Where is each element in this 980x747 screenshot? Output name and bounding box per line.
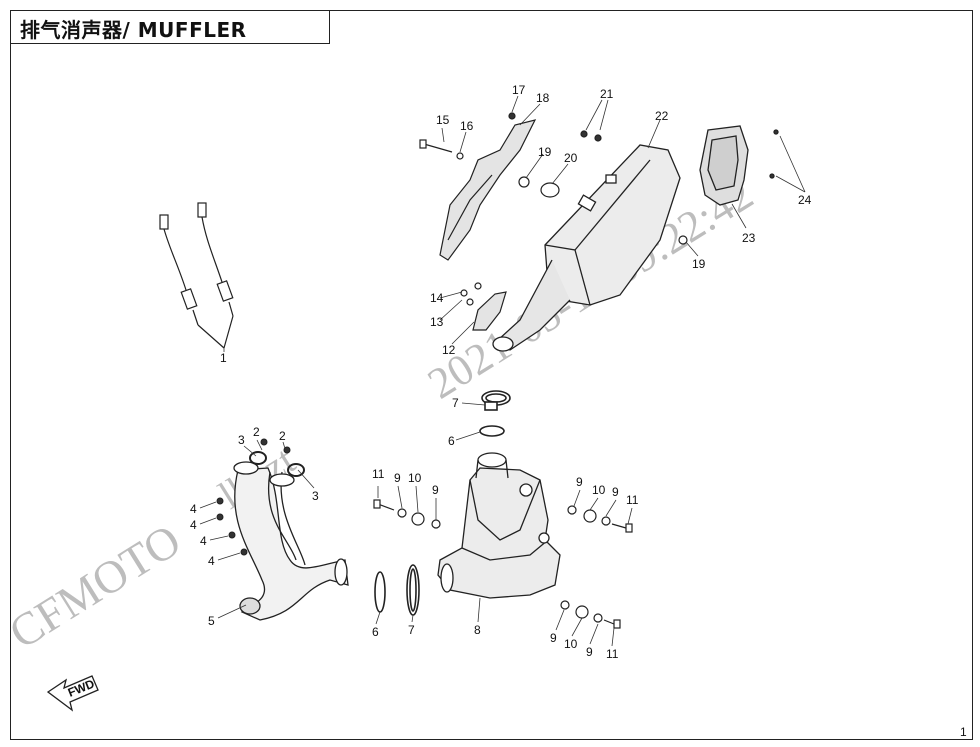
heat-shield-bracket xyxy=(439,119,537,261)
mounting-hardware xyxy=(373,499,633,629)
callout-22: 22 xyxy=(655,109,669,123)
callout-4: 4 xyxy=(190,502,197,516)
callout-7b: 7 xyxy=(452,396,459,410)
callout-6: 6 xyxy=(372,625,379,639)
callout-7: 7 xyxy=(408,623,415,637)
fwd-arrow: FWD xyxy=(46,675,99,712)
callout-19: 19 xyxy=(538,145,552,159)
callout-4d: 4 xyxy=(208,554,215,568)
callout-17: 17 xyxy=(512,83,526,97)
title-box xyxy=(10,10,330,44)
small-fasteners xyxy=(419,112,688,306)
callout-20: 20 xyxy=(564,151,578,165)
callout-9f: 9 xyxy=(586,645,593,659)
muffler-end-cap xyxy=(699,125,779,206)
callout-4b: 4 xyxy=(190,518,197,532)
callout-9c: 9 xyxy=(576,475,583,489)
catalyst-prechamber xyxy=(437,452,561,599)
callout-11c: 11 xyxy=(606,647,619,661)
callout-15: 15 xyxy=(436,113,450,127)
muffler-body xyxy=(492,144,681,352)
callout-1: 1 xyxy=(220,351,227,365)
callout-11b: 11 xyxy=(626,493,639,507)
callout-numbers: 1 2 2 3 3 4 4 4 4 5 6 6 7 7 8 9 9 9 9 9 … xyxy=(190,83,812,661)
drawing-frame xyxy=(10,10,973,740)
watermark-brand: CFMOTO xyxy=(0,514,189,658)
callout-9b: 9 xyxy=(432,483,439,497)
callout-18: 18 xyxy=(536,91,550,105)
connector-gasket-lower xyxy=(374,564,420,616)
callout-21: 21 xyxy=(600,87,614,101)
callout-9d: 9 xyxy=(612,485,619,499)
callout-8: 8 xyxy=(474,623,481,637)
callout-6b: 6 xyxy=(448,434,455,448)
callout-13: 13 xyxy=(430,315,444,329)
page-title: 排气消声器/ MUFFLER xyxy=(20,18,247,42)
callout-10: 10 xyxy=(408,471,422,485)
callout-16: 16 xyxy=(460,119,474,133)
callout-3b: 3 xyxy=(312,489,319,503)
exhaust-header-pipe xyxy=(233,461,349,621)
callout-2: 2 xyxy=(253,425,260,439)
hanger-bracket xyxy=(472,291,507,331)
oxygen-sensor-pair xyxy=(159,202,234,349)
callout-24: 24 xyxy=(798,193,812,207)
callout-19b: 19 xyxy=(692,257,706,271)
connector-gasket-upper xyxy=(479,390,511,437)
callout-14: 14 xyxy=(430,291,444,305)
callout-12: 12 xyxy=(442,343,456,357)
callout-3: 3 xyxy=(238,433,245,447)
callout-23: 23 xyxy=(742,231,756,245)
callout-9e: 9 xyxy=(550,631,557,645)
header-gasket xyxy=(249,451,305,477)
callout-leaders xyxy=(199,95,806,647)
callout-11: 11 xyxy=(372,467,385,481)
callout-9: 9 xyxy=(394,471,401,485)
callout-10c: 10 xyxy=(564,637,578,651)
corner-mark: 1 xyxy=(960,725,967,739)
callout-5: 5 xyxy=(208,614,215,628)
callout-4c: 4 xyxy=(200,534,207,548)
callout-10b: 10 xyxy=(592,483,606,497)
callout-2b: 2 xyxy=(279,429,286,443)
